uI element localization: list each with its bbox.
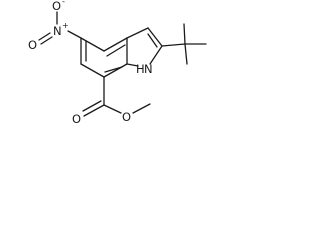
nitro-n-label: N <box>53 24 62 38</box>
bond-carbonyl-c-o-inner <box>82 100 102 112</box>
ester-o-carbonyl-label: O <box>72 112 81 126</box>
ester-o-ether-label: O <box>122 110 131 124</box>
bond-c3a-c4-inner <box>106 44 126 57</box>
bond-c3-c2-inner <box>147 33 158 48</box>
nitro-o-top-label: O <box>52 0 61 13</box>
pyrrole-ring <box>126 27 163 67</box>
bond-c5-nitro-n <box>67 30 82 39</box>
bond-cq-me-top <box>183 23 186 45</box>
bond-nitro-n-o-bottom <box>38 32 51 41</box>
bond-c2-cq <box>161 43 186 47</box>
indole-nh-label: H <box>136 62 145 76</box>
indole-n-label: N <box>144 62 153 76</box>
nitro-o-bottom-label: O <box>28 38 37 52</box>
benzene-ring <box>80 37 128 78</box>
bond-nitro-n-o-bottom-inner <box>40 36 53 45</box>
bond-ether-o-methyl <box>132 103 151 114</box>
nitro-n-charge-label: + <box>62 21 69 30</box>
bond-c3a-c3 <box>126 27 149 39</box>
bond-c7a-c7 <box>103 63 128 78</box>
bond-carbonyl-c-ether-o <box>103 104 122 114</box>
bond-c7a-c7-inner <box>104 66 123 73</box>
bond-carbonyl-c-o <box>83 104 105 117</box>
bond-c7-c6 <box>80 63 105 78</box>
nitro-group <box>38 11 82 45</box>
methyl-ester-group <box>82 76 151 117</box>
bond-cq-me-bottom <box>184 43 188 65</box>
nitro-o-charge-label: - <box>62 0 65 6</box>
bond-c2-n1 <box>149 45 163 65</box>
bond-n1-c7a <box>126 63 139 67</box>
bond-c4-c5 <box>80 37 105 52</box>
chemical-structure-diagram: O - N + O H N O O <box>28 0 207 126</box>
bond-c3a-c4 <box>103 37 128 52</box>
bond-c3-c2 <box>147 27 163 47</box>
tert-butyl-group <box>161 23 207 65</box>
